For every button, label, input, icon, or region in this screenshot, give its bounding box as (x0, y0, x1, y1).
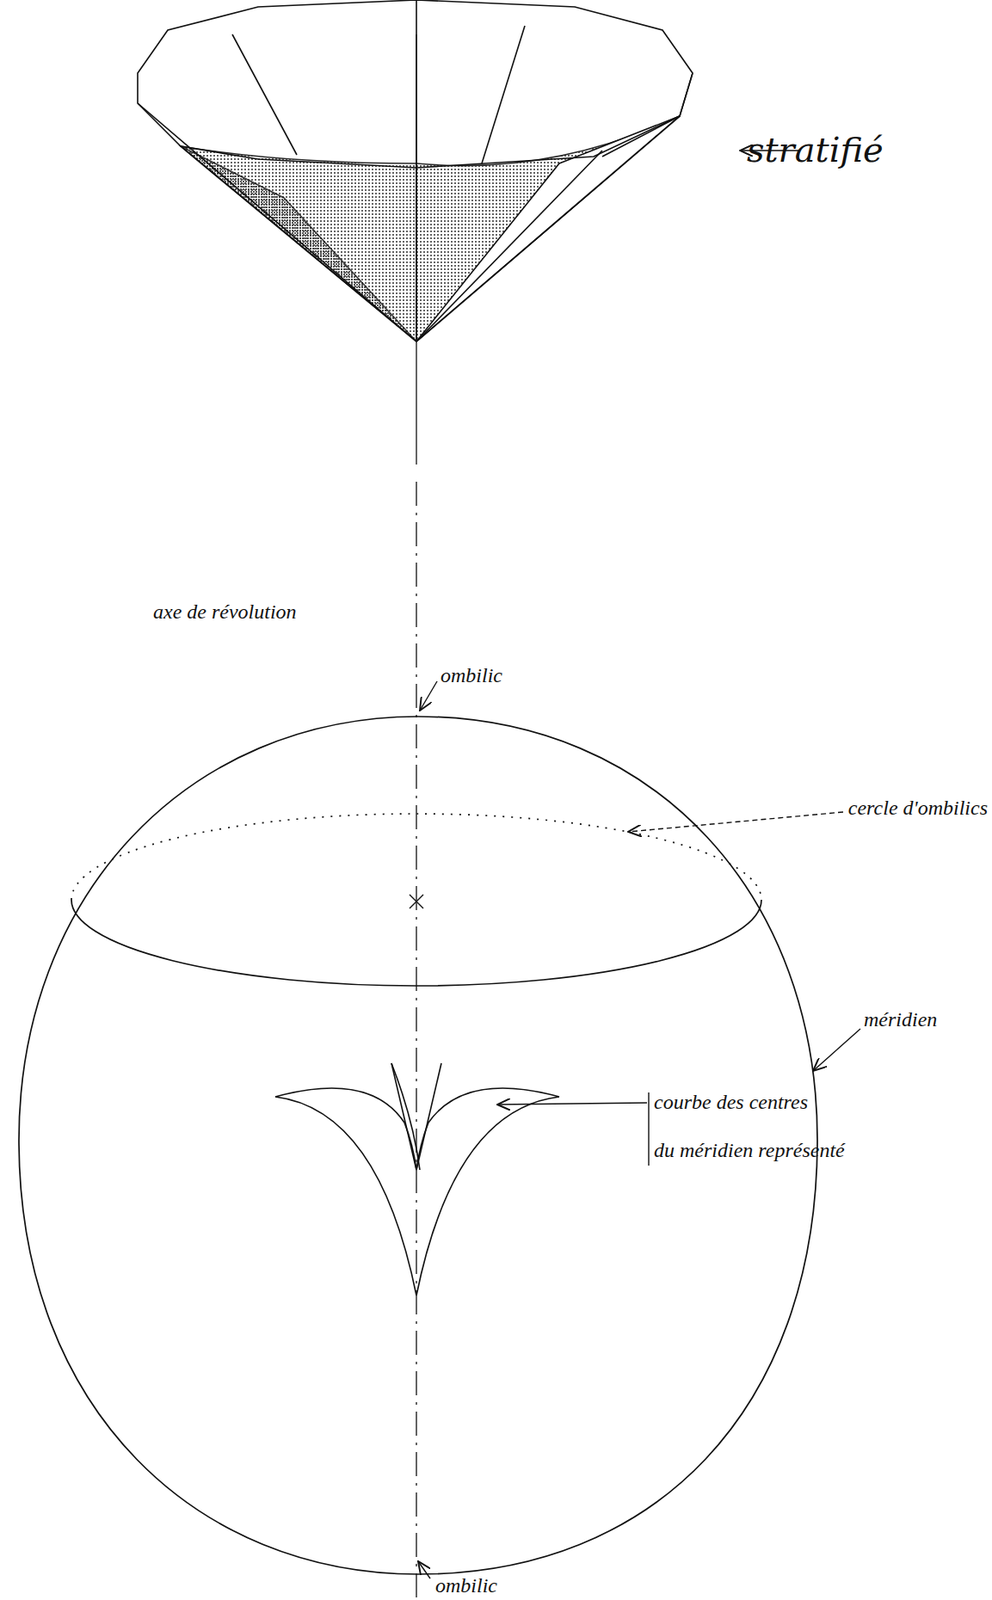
curve-label: cercle d'ombilics (848, 796, 988, 820)
point-label: ombilic (440, 664, 503, 687)
handwritten-note: stratifié (746, 130, 884, 169)
curve-label: courbe des centres (653, 1090, 808, 1114)
evolute-curve (275, 1063, 560, 1296)
axis (415, 34, 417, 1600)
curve-label: méridien (863, 1008, 937, 1031)
curve-label: du méridien représenté (653, 1139, 845, 1162)
leader-lines (418, 150, 861, 1579)
point-label: ombilic (435, 1574, 498, 1597)
axis-label: axe de révolution (153, 600, 297, 623)
stratified-cone (137, 0, 693, 342)
